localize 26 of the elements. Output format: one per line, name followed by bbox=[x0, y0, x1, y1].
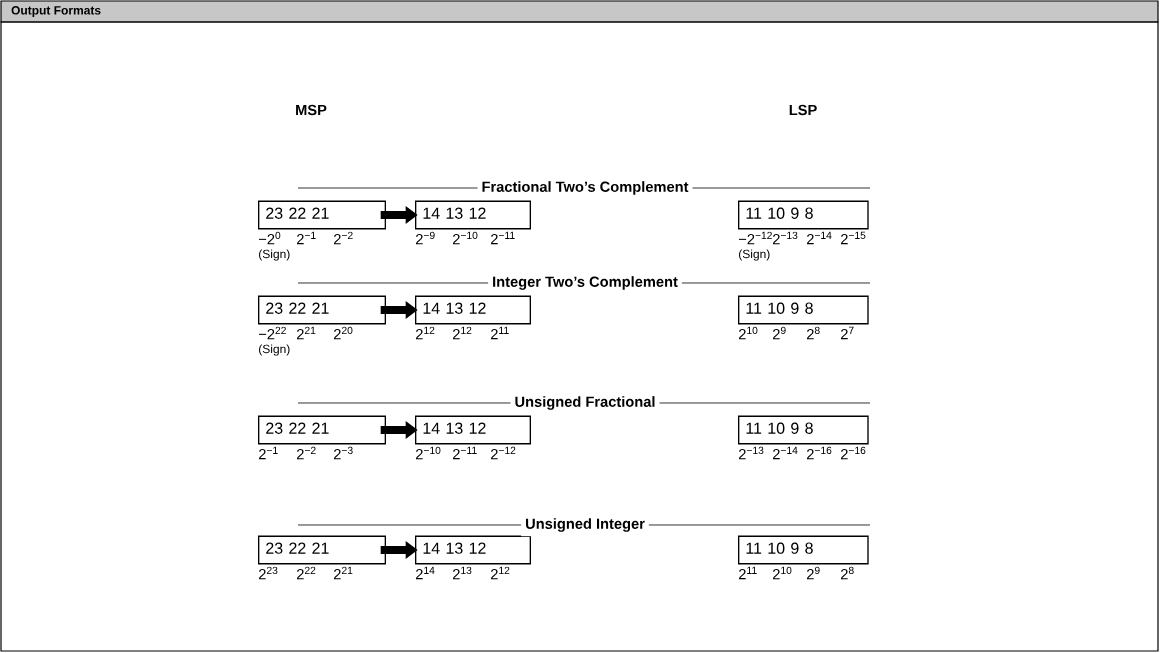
bit-weight: 2$^{−9}$ bbox=[416, 231, 435, 245]
section-heading: Unsigned Fractional bbox=[510, 391, 660, 415]
register-box: 14 13 12 bbox=[415, 295, 531, 325]
bit-weight: 2$^{14}$ bbox=[416, 566, 435, 580]
title-bar: Output Formats bbox=[0, 0, 1159, 23]
register-box: 11 10 9 8 bbox=[738, 295, 869, 325]
bit-weight: 2$^{−10}$ bbox=[416, 446, 441, 460]
section-heading: Unsigned Integer bbox=[521, 513, 649, 537]
register-box: 14 13 12 bbox=[415, 200, 531, 230]
register-box: 11 10 9 8 bbox=[738, 415, 869, 445]
sign-note: (Sign) bbox=[259, 344, 290, 356]
register-box: 23 22 21 bbox=[258, 295, 386, 325]
register-box: 23 22 21 bbox=[258, 200, 386, 230]
register-box: 11 10 9 8 bbox=[738, 200, 869, 230]
register-box: 23 22 21 bbox=[258, 535, 386, 565]
section-heading: Fractional Two’s Complement bbox=[477, 176, 693, 200]
sign-note: (Sign) bbox=[259, 249, 290, 261]
register-box: 14 13 12 bbox=[415, 535, 531, 565]
section-heading: Integer Two’s Complement bbox=[488, 271, 682, 295]
sign-note: (Sign) bbox=[739, 249, 770, 261]
register-box: 23 22 21 bbox=[258, 415, 386, 445]
bit-weight: 2$^{12}$ bbox=[416, 326, 435, 340]
column-heading: MSP bbox=[296, 104, 327, 116]
column-heading: LSP bbox=[789, 104, 817, 116]
register-box: 14 13 12 bbox=[415, 415, 531, 445]
register-box: 11 10 9 8 bbox=[738, 535, 869, 565]
